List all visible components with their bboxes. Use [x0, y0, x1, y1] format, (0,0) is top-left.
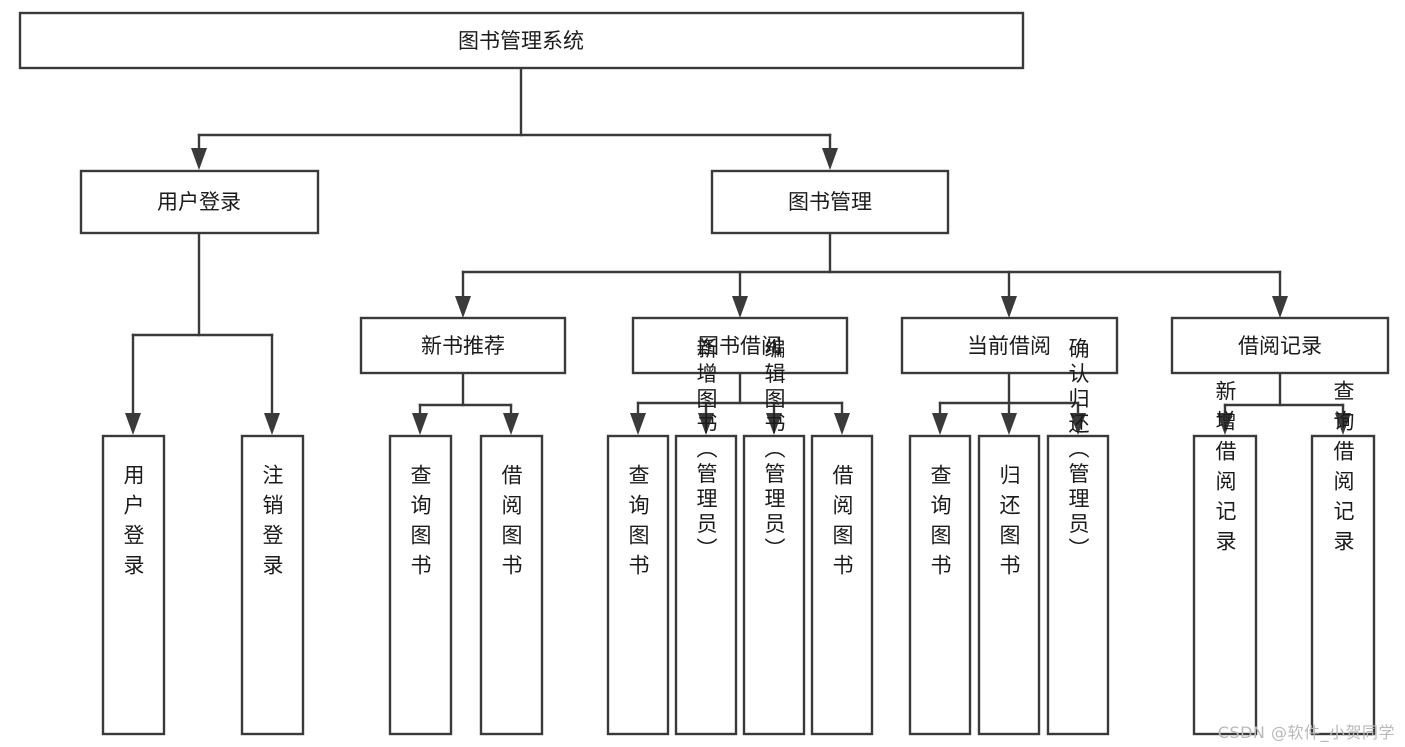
node-new-book-box[interactable] — [359, 316, 567, 375]
leaf-add-record-box[interactable] — [1192, 434, 1258, 736]
arrowhead-bb-leaf3 — [766, 413, 782, 435]
node-user-login-label: 用户登录 — [157, 190, 241, 214]
leaf-user-login-box[interactable] — [101, 434, 166, 736]
node-borrow-record[interactable]: 借阅记录 — [1170, 316, 1390, 375]
node-book-manage-label: 图书管理 — [788, 190, 872, 214]
edge-layer — [125, 66, 1351, 435]
node-current-borrow-label: 当前借阅 — [967, 334, 1051, 358]
node-book-borrow-box[interactable] — [631, 316, 849, 375]
leaf-confirm-return-box[interactable] — [1046, 434, 1110, 736]
leaf-query-record-label: 查询借阅记录 — [1331, 380, 1355, 560]
leaf-confirm-return[interactable]: 确认归还（管理员） — [1046, 338, 1110, 736]
arrowhead-borrow-record — [1272, 296, 1288, 318]
node-user-login-box[interactable] — [79, 169, 320, 235]
arrowhead-leaf-user-login — [125, 413, 141, 435]
node-new-book-label: 新书推荐 — [421, 334, 505, 358]
arrowhead-bb-leaf4 — [834, 413, 850, 435]
leaf-logout-label: 注销登录 — [260, 464, 284, 584]
leaf-logout-box[interactable] — [240, 434, 305, 736]
leaf-query-book-3-label: 查询图书 — [928, 464, 952, 584]
leaf-query-book-2-box[interactable] — [606, 434, 670, 736]
leaf-add-book-box[interactable] — [674, 434, 738, 736]
arrowhead-user-login — [191, 148, 207, 170]
leaf-user-login[interactable]: 用户登录 — [101, 434, 166, 736]
watermark-text: CSDN @软件_小贺同学 — [1217, 723, 1395, 742]
node-book-borrow[interactable]: 图书借阅 — [631, 316, 849, 375]
arrowhead-new-book — [455, 296, 471, 318]
node-borrow-record-box[interactable] — [1170, 316, 1390, 375]
leaf-add-book[interactable]: 新增图书（管理员） — [674, 338, 738, 736]
arrowhead-bb-leaf1 — [630, 413, 646, 435]
arrowhead-br-leaf1 — [1217, 413, 1233, 435]
node-new-book[interactable]: 新书推荐 — [359, 316, 567, 375]
arrowhead-nb-leaf1 — [412, 413, 428, 435]
arrowhead-current-borrow — [1001, 296, 1017, 318]
leaf-logout[interactable]: 注销登录 — [240, 434, 305, 736]
leaf-edit-book-label: 编辑图书（管理员） — [762, 338, 786, 563]
node-book-manage-box[interactable] — [710, 169, 950, 235]
leaf-borrow-book-2[interactable]: 借阅图书 — [810, 434, 874, 736]
leaf-query-book-1-label: 查询图书 — [408, 464, 432, 584]
leaf-query-book-2[interactable]: 查询图书 — [606, 434, 670, 736]
leaf-borrow-book-2-label: 借阅图书 — [830, 464, 854, 584]
node-root-box[interactable] — [18, 11, 1025, 70]
node-borrow-record-label: 借阅记录 — [1238, 334, 1322, 358]
arrowhead-br-leaf2 — [1335, 413, 1351, 435]
leaf-edit-book-box[interactable] — [742, 434, 806, 736]
leaf-add-book-label: 新增图书（管理员） — [694, 338, 718, 563]
leaf-borrow-book-1[interactable]: 借阅图书 — [479, 434, 544, 736]
node-root[interactable]: 图书管理系统 — [18, 11, 1025, 70]
leaf-query-record-box[interactable] — [1310, 434, 1376, 736]
leaf-confirm-return-label: 确认归还（管理员） — [1066, 338, 1090, 563]
leaf-user-login-label: 用户登录 — [121, 464, 145, 584]
arrowhead-book-manage — [822, 148, 838, 170]
leaf-query-book-1-box[interactable] — [388, 434, 453, 736]
arrowhead-cb-leaf3 — [1070, 413, 1086, 435]
arrowhead-cb-leaf1 — [932, 413, 948, 435]
arrowhead-cb-leaf2 — [1001, 413, 1017, 435]
leaf-borrow-book-1-label: 借阅图书 — [499, 464, 523, 584]
arrowhead-book-borrow — [732, 296, 748, 318]
leaf-return-book[interactable]: 归还图书 — [977, 434, 1041, 736]
leaf-return-book-box[interactable] — [977, 434, 1041, 736]
node-book-manage[interactable]: 图书管理 — [710, 169, 950, 235]
leaf-query-book-2-label: 查询图书 — [626, 464, 650, 584]
leaf-query-book-3-box[interactable] — [908, 434, 972, 736]
arrowhead-leaf-logout — [264, 413, 280, 435]
leaf-return-book-label: 归还图书 — [997, 464, 1021, 584]
node-current-borrow-box[interactable] — [900, 316, 1119, 375]
leaf-add-record[interactable]: 新增借阅记录 — [1192, 380, 1258, 736]
leaf-query-book-1[interactable]: 查询图书 — [388, 434, 453, 736]
leaf-edit-book[interactable]: 编辑图书（管理员） — [742, 338, 806, 736]
arrowhead-bb-leaf2 — [698, 413, 714, 435]
leaf-query-record[interactable]: 查询借阅记录 — [1310, 380, 1376, 736]
leaf-borrow-book-1-box[interactable] — [479, 434, 544, 736]
node-book-borrow-label: 图书借阅 — [698, 334, 782, 358]
node-user-login[interactable]: 用户登录 — [79, 169, 320, 235]
node-current-borrow[interactable]: 当前借阅 — [900, 316, 1119, 375]
leaf-borrow-book-2-box[interactable] — [810, 434, 874, 736]
node-root-label: 图书管理系统 — [458, 29, 584, 53]
leaf-add-record-label: 新增借阅记录 — [1213, 380, 1237, 560]
arrowhead-nb-leaf2 — [503, 413, 519, 435]
leaf-query-book-3[interactable]: 查询图书 — [908, 434, 972, 736]
